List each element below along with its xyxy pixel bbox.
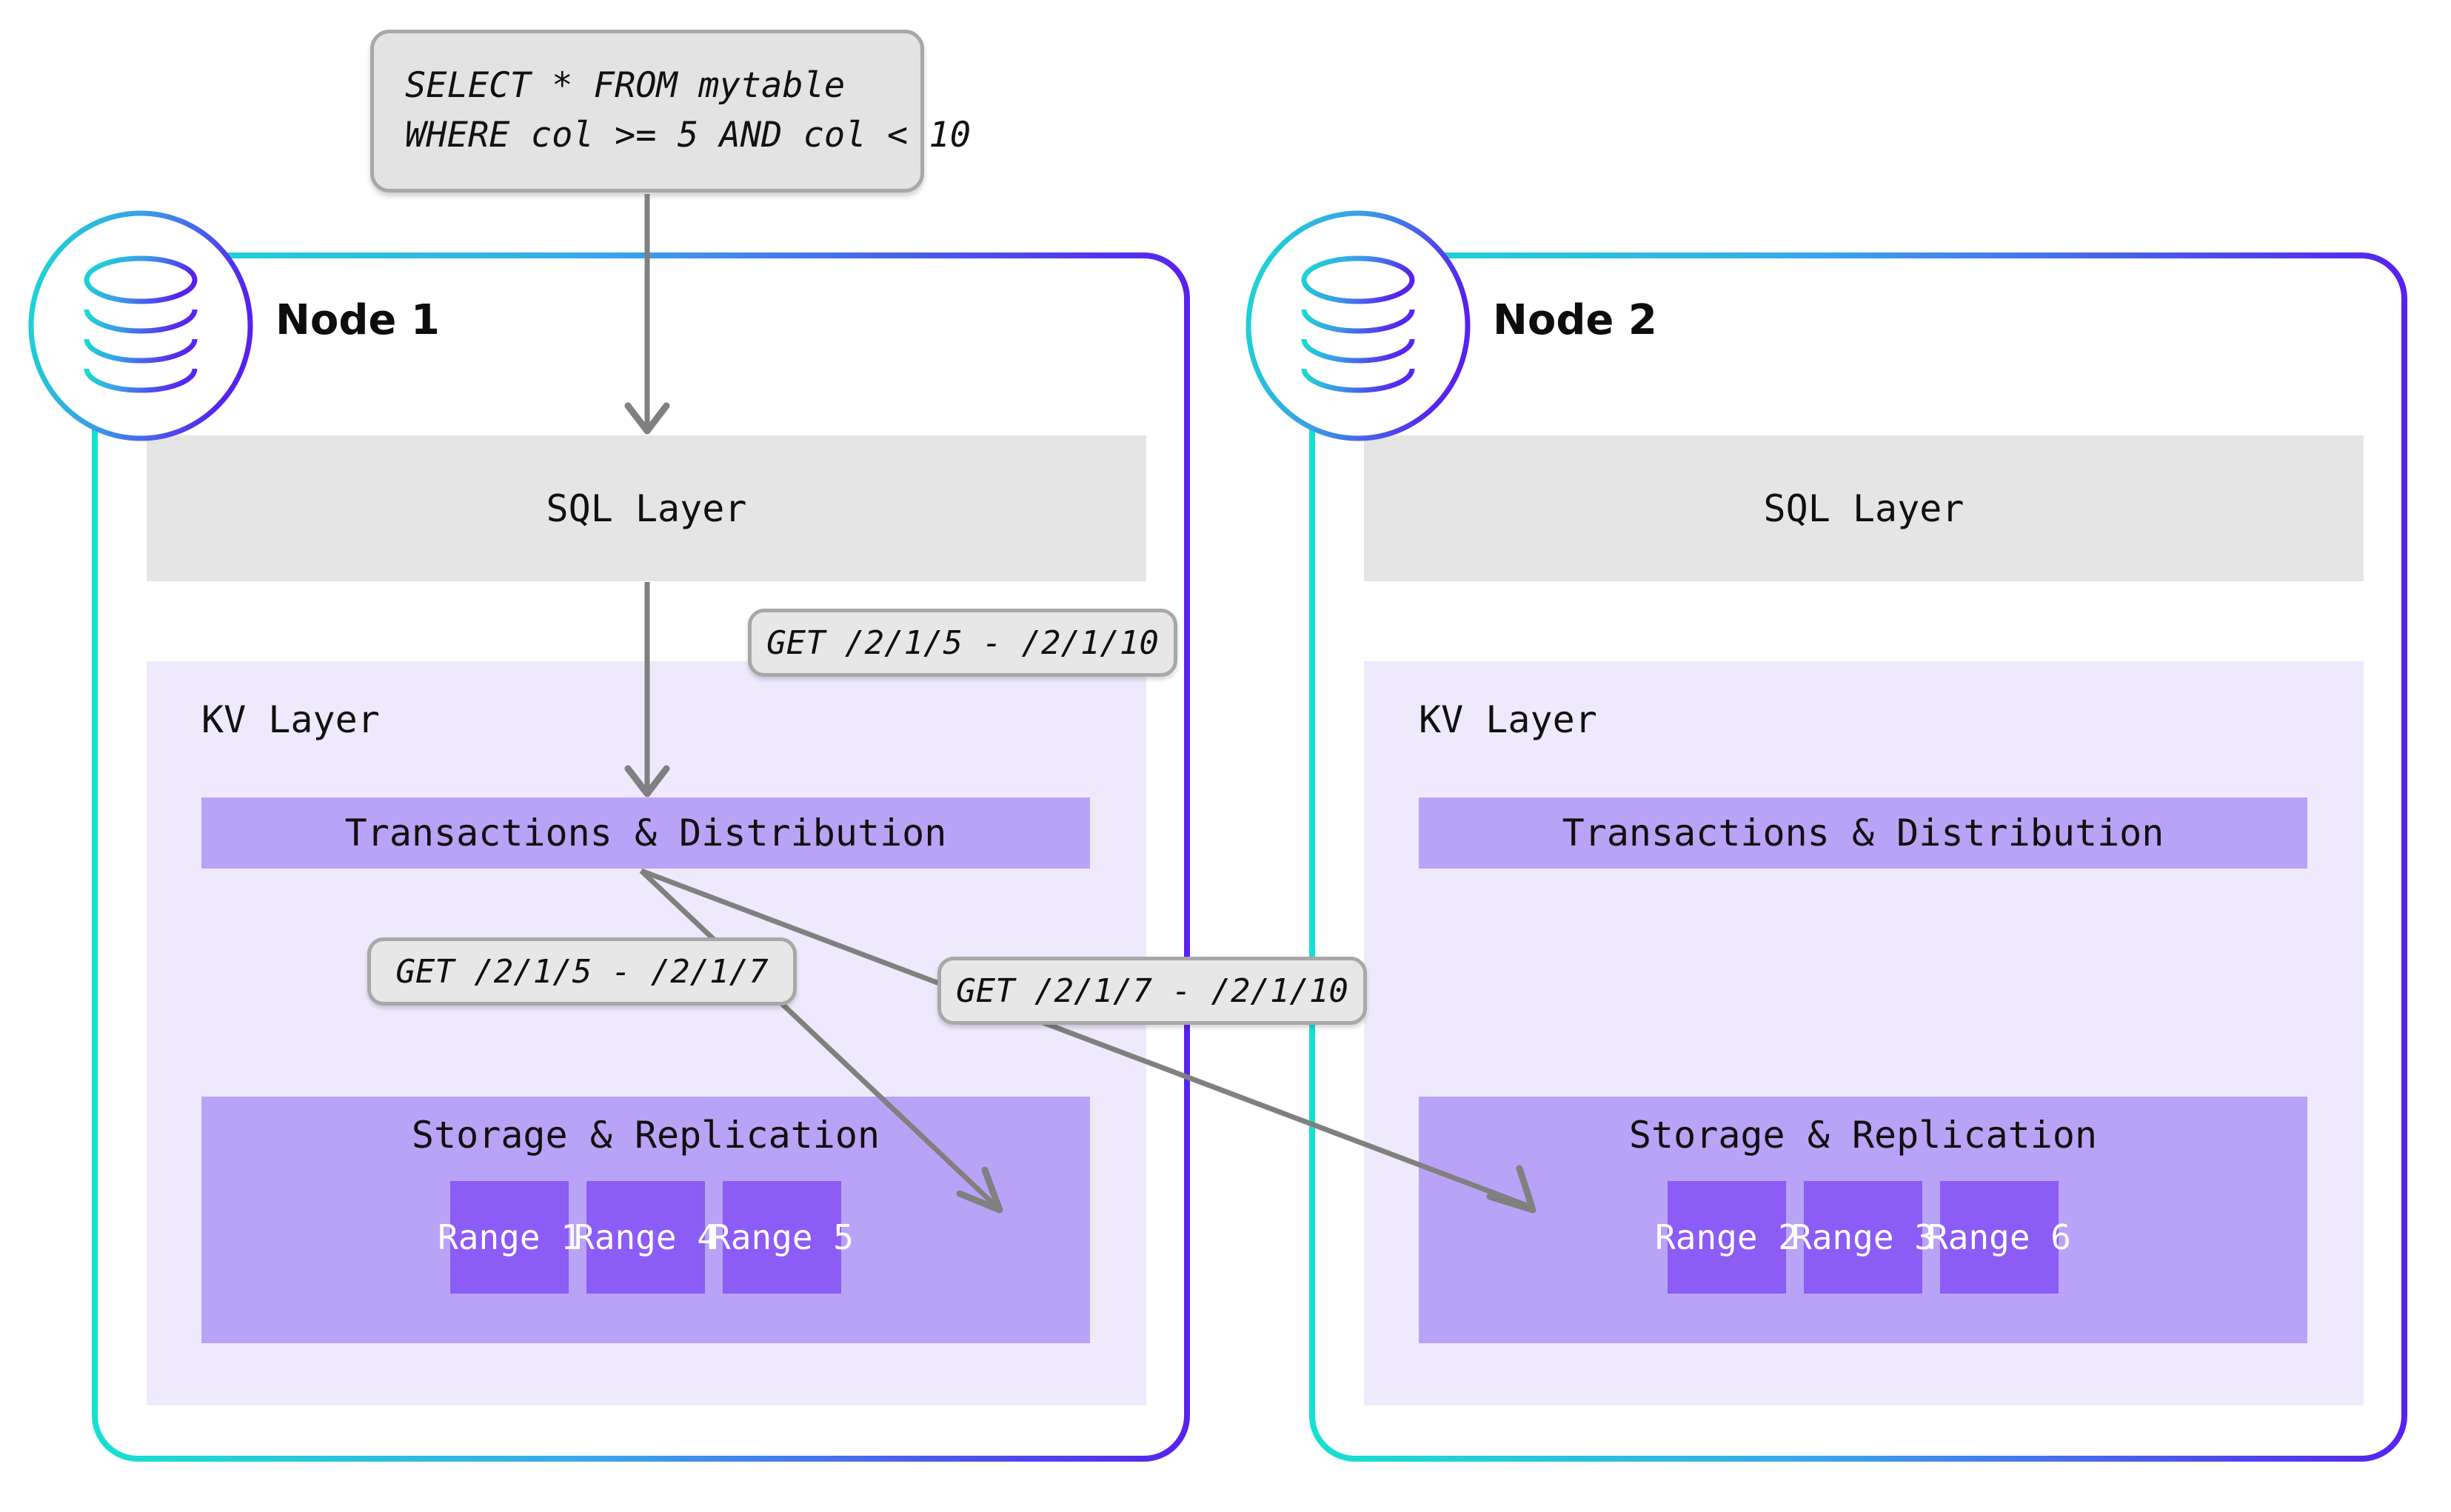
range-box[interactable]: Range 2 — [1655, 1181, 1799, 1294]
range-box[interactable]: Range 5 — [710, 1181, 854, 1294]
node-1-sql-layer-label: SQL Layer — [546, 486, 747, 530]
range-box[interactable]: Range 6 — [1927, 1181, 2071, 1294]
node-1-transactions-band: Transactions & Distribution — [201, 797, 1090, 869]
node-1-kv-layer-label: KV Layer — [201, 698, 380, 741]
sql-query-line-2: WHERE col >= 5 AND col < 10 — [405, 115, 972, 155]
node-1-transactions-label: Transactions & Distribution — [344, 812, 947, 854]
node-1-sql-layer: SQL Layer — [147, 435, 1146, 581]
sql-query-line-1: SELECT * FROM mytable — [405, 65, 846, 107]
node-1-title: Node 1 — [275, 296, 440, 344]
node-2-sql-layer-label: SQL Layer — [1763, 486, 1965, 530]
node-1-storage-container: Storage & Replication Range 1 Range 4 Ra… — [201, 1097, 1090, 1343]
node-1-storage-label: Storage & Replication — [411, 1114, 880, 1157]
node-2-kv-layer-label: KV Layer — [1419, 698, 1597, 741]
range-box[interactable]: Range 3 — [1791, 1181, 1935, 1294]
range-box[interactable]: Range 4 — [574, 1181, 718, 1294]
database-icon — [28, 210, 253, 441]
node-2-title: Node 2 — [1493, 296, 1657, 344]
range-box[interactable]: Range 1 — [438, 1181, 581, 1294]
node-1-kv-layer: KV Layer Transactions & Distribution Sto… — [147, 661, 1146, 1405]
node-2-transactions-band: Transactions & Distribution — [1419, 797, 2307, 869]
node-2-kv-layer: KV Layer Transactions & Distribution Sto… — [1364, 661, 2364, 1405]
node-2-storage-label: Storage & Replication — [1628, 1114, 2098, 1157]
node-2-range-row: Range 2 Range 3 Range 6 — [1655, 1181, 2071, 1294]
get-callout-right: GET /2/1/7 - /2/1/10 — [937, 957, 1367, 1025]
get-callout-top: GET /2/1/5 - /2/1/10 — [748, 609, 1177, 677]
node-2-transactions-label: Transactions & Distribution — [1562, 812, 2164, 854]
get-callout-left: GET /2/1/5 - /2/1/7 — [367, 937, 797, 1006]
node-1-range-row: Range 1 Range 4 Range 5 — [438, 1181, 854, 1294]
database-icon — [1245, 210, 1471, 441]
sql-query-callout: SELECT * FROM mytable WHERE col >= 5 AND… — [370, 30, 972, 193]
node-2-sql-layer: SQL Layer — [1364, 435, 2364, 581]
node-2-storage-container: Storage & Replication Range 2 Range 3 Ra… — [1419, 1097, 2307, 1343]
